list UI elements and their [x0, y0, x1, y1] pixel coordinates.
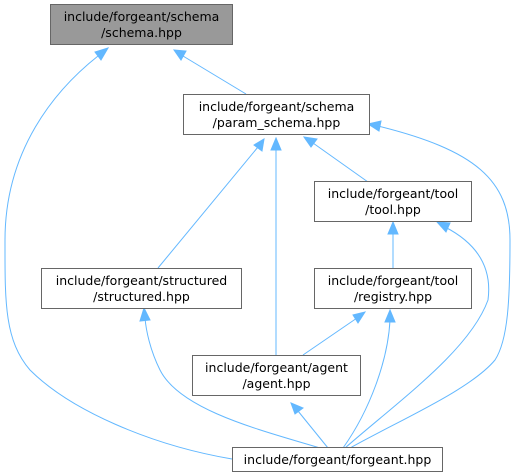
node-structured[interactable]: include/forgeant/structured /structured.…	[41, 268, 242, 309]
edge-registry-to-tool	[387, 220, 399, 268]
node-schema[interactable]: include/forgeant/schema /schema.hpp	[50, 4, 233, 45]
arrowhead	[253, 138, 265, 152]
edge-agent-to-registry	[302, 311, 367, 356]
node-param-schema-line2: /param_schema.hpp	[213, 115, 341, 130]
arrowhead	[139, 306, 151, 322]
node-registry[interactable]: include/forgeant/tool /registry.hpp	[314, 268, 472, 309]
node-schema-line1: include/forgeant/schema	[64, 9, 220, 24]
node-forgeant[interactable]: include/forgeant/forgeant.hpp	[232, 447, 443, 472]
node-tool-line2: /tool.hpp	[365, 202, 421, 217]
arrowhead	[270, 136, 282, 151]
edge-forgeant-to-param-schema	[349, 120, 511, 449]
arrowhead	[94, 47, 110, 61]
edge-structured-to-param-schema	[157, 138, 265, 269]
edge-forgeant-to-tool	[344, 221, 490, 449]
arrowhead	[172, 49, 187, 61]
arrowhead	[435, 221, 451, 233]
arrowhead	[366, 120, 382, 132]
node-tool[interactable]: include/forgeant/tool /tool.hpp	[314, 181, 472, 222]
edge-param-schema-to-schema	[172, 49, 247, 95]
arrowhead	[352, 311, 367, 324]
arrowhead	[384, 308, 396, 323]
edge-forgeant-to-structured	[139, 306, 321, 449]
edge-tool-to-param-schema	[302, 136, 369, 183]
arrowhead	[302, 136, 318, 148]
node-structured-line2: /structured.hpp	[93, 289, 190, 304]
edge-forgeant-to-registry	[342, 308, 396, 449]
node-registry-line2: /registry.hpp	[354, 289, 432, 304]
node-param-schema[interactable]: include/forgeant/schema /param_schema.hp…	[183, 94, 370, 135]
node-agent[interactable]: include/forgeant/agent /agent.hpp	[192, 355, 361, 396]
node-tool-line1: include/forgeant/tool	[328, 186, 458, 201]
edges	[4, 47, 511, 460]
node-structured-line1: include/forgeant/structured	[56, 273, 227, 288]
node-agent-line2: /agent.hpp	[242, 376, 310, 391]
edge-agent-to-param-schema	[270, 136, 282, 355]
node-forgeant-line1: include/forgeant/forgeant.hpp	[244, 452, 432, 467]
arrowhead	[290, 402, 304, 415]
node-agent-line1: include/forgeant/agent	[205, 360, 348, 375]
node-param-schema-line1: include/forgeant/schema	[199, 99, 355, 114]
node-registry-line1: include/forgeant/tool	[328, 273, 458, 288]
edge-forgeant-to-agent	[290, 402, 329, 449]
node-schema-line2: /schema.hpp	[101, 25, 182, 40]
arrowhead	[387, 220, 399, 235]
edge-forgeant-to-schema	[4, 47, 233, 460]
